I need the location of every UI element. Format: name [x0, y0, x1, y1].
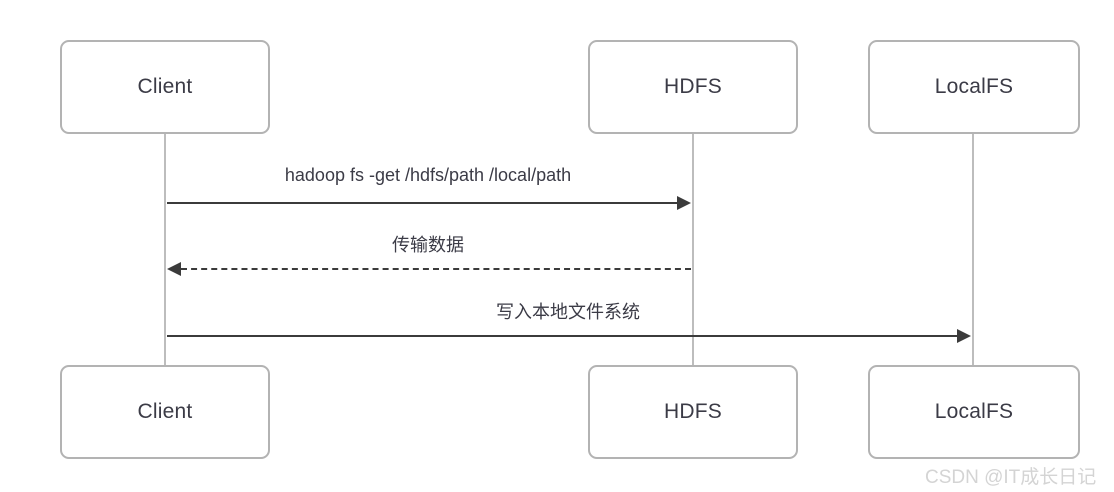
participant-label-localfs-bottom: LocalFS	[934, 400, 1014, 423]
lifeline-localfs	[972, 134, 974, 365]
message-label-write-local-fs: 写入本地文件系统	[496, 302, 640, 322]
message-label-transfer-data: 传输数据	[392, 235, 464, 255]
participant-box-localfs-bottom[interactable]: LocalFS	[868, 365, 1080, 459]
participant-label-client-bottom: Client	[137, 400, 193, 423]
watermark-text: CSDN @IT成长日记	[925, 467, 1097, 488]
lifeline-client	[164, 134, 166, 365]
message-label-get-command: hadoop fs -get /hdfs/path /local/path	[284, 165, 572, 185]
participant-label-hdfs-top: HDFS	[664, 75, 722, 98]
participant-label-hdfs-bottom: HDFS	[664, 400, 722, 423]
arrowhead-left-transfer-data	[167, 262, 181, 276]
participant-label-localfs-top: LocalFS	[934, 75, 1014, 98]
participant-label-client-top: Client	[137, 75, 193, 98]
lifeline-hdfs	[692, 134, 694, 365]
participant-box-hdfs-bottom[interactable]: HDFS	[588, 365, 798, 459]
participant-box-localfs-top[interactable]: LocalFS	[868, 40, 1080, 134]
message-line-transfer-data	[181, 268, 691, 270]
arrowhead-right-write-local-fs	[957, 329, 971, 343]
participant-box-hdfs-top[interactable]: HDFS	[588, 40, 798, 134]
arrowhead-right-get-command	[677, 196, 691, 210]
message-line-write-local-fs	[167, 335, 957, 337]
message-line-get-command	[167, 202, 677, 204]
participant-box-client-bottom[interactable]: Client	[60, 365, 270, 459]
participant-box-client-top[interactable]: Client	[60, 40, 270, 134]
